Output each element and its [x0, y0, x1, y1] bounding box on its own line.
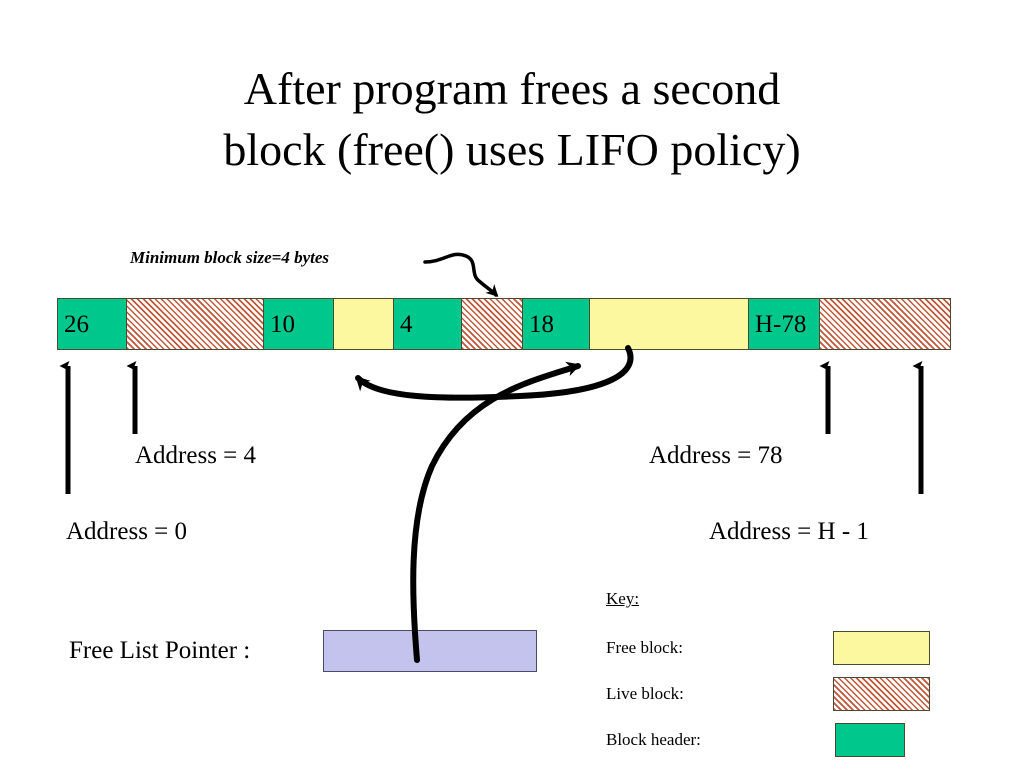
page-title: After program frees a second block (free…	[0, 58, 1024, 180]
key-legend: Key: Free block: Live block: Block heade…	[606, 590, 936, 769]
address-label-78: Address = 78	[649, 442, 783, 469]
free-list-next-link-arrow	[355, 345, 634, 401]
memory-block-label: H-78	[755, 310, 807, 338]
free-list-pointer-label: Free List Pointer :	[69, 637, 251, 664]
memory-block-free-1	[334, 299, 394, 349]
address-label-0: Address = 0	[66, 518, 188, 545]
key-legend-title: Key:	[606, 589, 640, 608]
memory-block-header-h78: H-78	[749, 299, 820, 349]
minimum-block-size-annotation: Minimum block size=4 bytes	[130, 248, 330, 267]
memory-block-live-2	[462, 299, 523, 349]
key-row-block-header: Block header:	[606, 723, 936, 757]
free-list-pointer-box[interactable]	[323, 630, 537, 672]
free-list-head-pointer-arrow	[410, 361, 581, 663]
minimum-block-size-leader-arrow	[423, 252, 499, 297]
memory-heap-bar: 26 10 4 18 H-78	[57, 298, 951, 350]
memory-block-label: 26	[64, 310, 89, 338]
memory-block-header-26: 26	[58, 299, 127, 349]
key-swatch-free-block	[833, 631, 930, 665]
memory-block-free-2	[590, 299, 749, 349]
address-label-h-minus-1: Address = H - 1	[709, 518, 869, 545]
memory-block-label: 10	[270, 310, 295, 338]
memory-block-label: 18	[529, 310, 554, 338]
key-row-free-block: Free block:	[606, 631, 936, 665]
page-title-line-2: block (free() uses LIFO policy)	[223, 124, 801, 176]
memory-block-label: 4	[400, 310, 413, 338]
page-title-line-1: After program frees a second	[243, 63, 781, 114]
memory-block-header-4: 4	[394, 299, 462, 349]
memory-block-live-3	[820, 299, 950, 349]
key-label-block-header: Block header:	[606, 730, 701, 749]
key-label-live-block: Live block:	[606, 684, 684, 703]
key-swatch-live-block	[833, 677, 930, 711]
key-row-live-block: Live block:	[606, 677, 936, 711]
address-label-4: Address = 4	[135, 442, 257, 469]
memory-block-header-18: 18	[523, 299, 590, 349]
key-swatch-block-header	[835, 723, 905, 757]
key-label-free-block: Free block:	[606, 638, 683, 657]
memory-block-live-1	[127, 299, 264, 349]
memory-block-header-10: 10	[264, 299, 334, 349]
